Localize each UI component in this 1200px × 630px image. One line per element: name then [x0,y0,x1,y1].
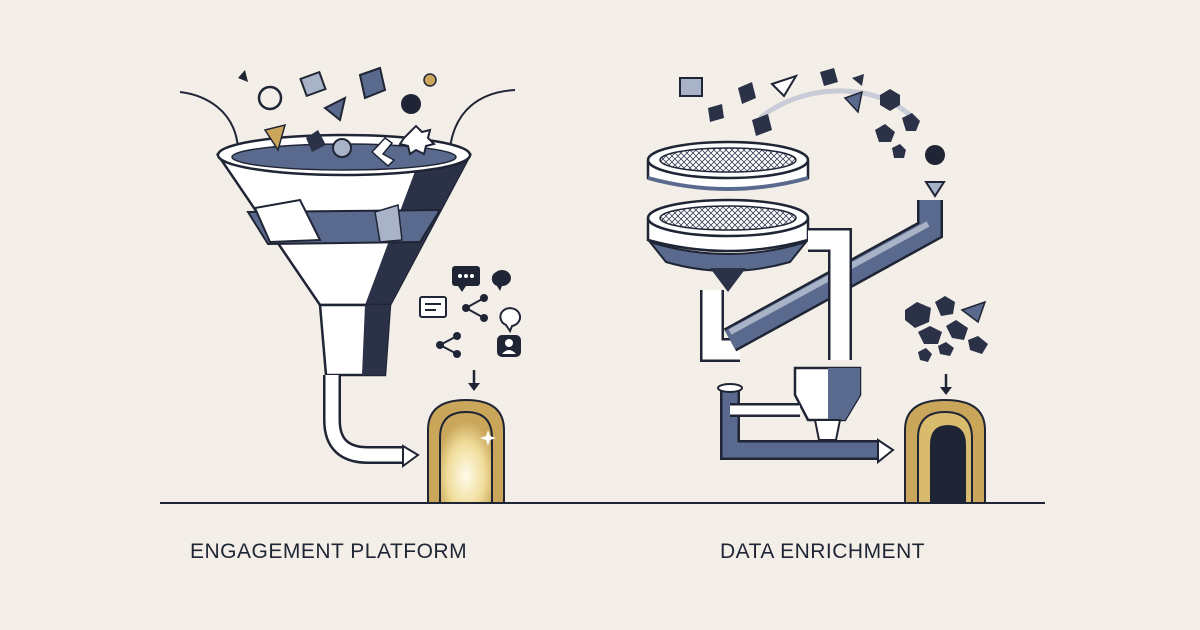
polyhedron-icon [875,124,895,142]
gold-door [904,398,986,504]
square-icon [679,77,703,97]
enrichment-illustration [646,68,988,504]
output-gems [905,296,988,362]
polyhedron-icon [892,144,906,158]
data-enrichment-label: DATA ENRICHMENT [720,540,926,563]
down-arrow-icon [924,181,946,198]
funnel-band-fold [253,198,322,244]
diamond-icon [238,70,248,82]
chevron-icon [370,137,396,168]
funnel-debris [238,66,437,168]
funnel-band-fold-2 [374,204,403,243]
circle-icon [925,145,945,165]
sieve-top [646,140,810,191]
polyhedron-icon [938,342,954,356]
cube-icon [820,68,838,86]
speech-bubble-icon [491,270,511,291]
cube-icon [738,82,756,104]
polyhedron-icon [902,113,920,131]
square-icon [299,70,327,98]
triangle-icon [323,96,347,122]
spray-arc-left [179,91,239,149]
diamond-icon [306,130,326,152]
triangle-icon [770,74,799,98]
gear-icon [398,124,436,156]
pipe-network [700,200,943,465]
triangle-icon [960,300,987,324]
circle-icon [332,138,352,158]
shard-icon [263,123,287,152]
polyhedron-icon [880,89,900,111]
funnel-illustration [179,66,516,468]
sieve-bottom [646,198,810,292]
polyhedron-icon [918,348,932,362]
cube-icon [708,104,724,122]
spray-arc-right [449,89,516,149]
share-icon [436,332,461,358]
polyhedron-icon [918,326,942,344]
polyhedron-icon [905,302,931,328]
polyhedron-icon [946,320,968,340]
glowing-door [427,398,505,504]
engagement-icon-cluster [419,266,521,391]
engagement-platform-label: ENGAGEMENT PLATFORM [190,540,468,563]
cube-icon [752,114,772,136]
down-arrow-icon [940,374,952,395]
down-arrow-icon [468,370,480,391]
funnel-stem-shade [362,305,390,375]
polyhedron-icon [968,336,988,354]
enrichment-debris [679,68,946,198]
pipe-arrowhead [402,444,420,468]
diamond-icon [358,66,387,100]
polyhedron-icon [935,296,955,316]
message-icon [419,296,447,318]
share-icon [462,294,488,322]
user-bubble-icon [497,335,521,357]
speech-bubble-icon [499,307,521,334]
triangle-icon [852,74,864,86]
circle-icon [401,94,421,114]
circle-icon [423,73,437,87]
triangle-icon [843,90,863,114]
circle-icon [257,85,283,111]
